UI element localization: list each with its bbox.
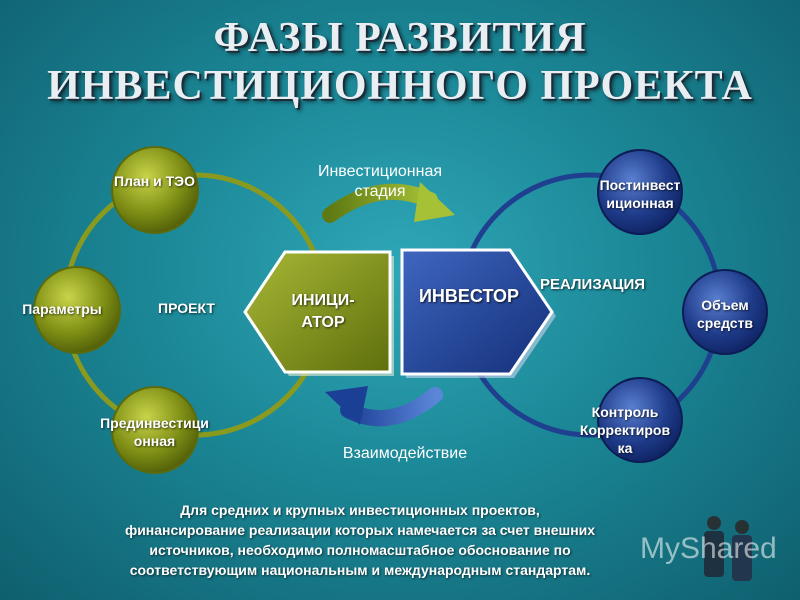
footnote: Для средних и крупных инвестиционных про…	[40, 500, 680, 580]
slide-title: ФАЗЫ РАЗВИТИЯ ИНВЕСТИЦИОННОГО ПРОЕКТА	[0, 14, 800, 110]
node-parameters-label: Параметры	[22, 301, 102, 317]
node-preinvestment-label: Прединвестици онная	[92, 414, 217, 450]
investor-box	[400, 248, 556, 378]
title-line-2: ИНВЕСТИЦИОННОГО ПРОЕКТА	[47, 63, 753, 109]
node-preinvestment	[111, 386, 199, 474]
footnote-line-3: источников, необходимо полномасштабное о…	[149, 542, 571, 558]
node-postinvestment	[597, 149, 683, 235]
title-line-1: ФАЗЫ РАЗВИТИЯ	[213, 15, 587, 61]
interaction-label: Взаимодействие	[342, 445, 468, 462]
node-funds-volume-label: Объем средств	[680, 296, 770, 332]
initiator-label-line1: ИНИЦИ-	[291, 292, 355, 309]
node-plan-label: План и ТЭО	[114, 173, 195, 189]
investment-stage-label: Инвестиционная стадия	[290, 162, 470, 202]
node-funds-volume-label-line1: Объем	[701, 297, 749, 313]
investment-stage-label-line2: стадия	[354, 183, 406, 200]
node-postinvestment-label-line2: иционная	[606, 195, 674, 211]
initiator-box	[243, 250, 394, 376]
investor-label: ИНВЕСТОР	[418, 286, 520, 306]
node-control	[597, 377, 683, 463]
node-preinvestment-label-line2: онная	[133, 433, 176, 449]
footnote-line-2: финансирование реализации которых намеча…	[124, 522, 596, 538]
watermark: MyShared	[640, 532, 777, 565]
node-control-label-line3: ка	[617, 440, 633, 456]
footnote-line-1: Для средних и крупных инвестиционных про…	[180, 502, 540, 518]
realization-label: РЕАЛИЗАЦИЯ	[540, 276, 646, 293]
businessmen-icon	[704, 516, 752, 581]
investment-stage-arrow	[322, 182, 455, 223]
investment-stage-label-line1: Инвестиционная	[317, 163, 443, 180]
node-control-label: Контроль Корректиров ка	[565, 403, 685, 457]
interaction-arrow	[325, 386, 443, 427]
footnote-line-4: соответствующим национальным и междунаро…	[129, 562, 591, 578]
node-control-label-line2: Корректиров	[579, 422, 671, 438]
node-parameters	[33, 266, 121, 354]
initiator-label: ИНИЦИ- АТОР	[268, 290, 378, 334]
initiator-label-line2: АТОР	[301, 314, 345, 331]
node-funds-volume	[682, 269, 768, 355]
node-plan	[111, 146, 199, 234]
node-preinvestment-label-line1: Прединвестици	[100, 415, 209, 431]
node-postinvestment-label-line1: Постинвест	[599, 177, 681, 193]
node-control-label-line1: Контроль	[591, 404, 659, 420]
project-label: ПРОЕКТ	[158, 300, 215, 316]
node-postinvestment-label: Постинвест иционная	[585, 176, 695, 212]
node-funds-volume-label-line2: средств	[696, 315, 754, 331]
